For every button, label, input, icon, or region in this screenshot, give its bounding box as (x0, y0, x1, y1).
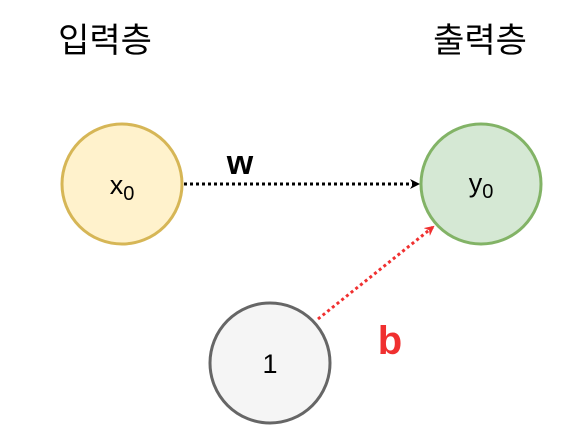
weight-label: w (226, 144, 254, 182)
bias-node-circle (208, 301, 332, 425)
bias-node-label: 1 (262, 349, 277, 379)
output-node: y0 (419, 122, 543, 246)
input-node-label: x0 (110, 170, 135, 205)
bias-label: b (378, 319, 402, 363)
input-node-circle (60, 122, 184, 246)
input-node: x0 (60, 122, 184, 246)
bias-edge (317, 225, 435, 321)
input-layer-title: 입력층 (58, 21, 152, 61)
output-layer-title: 출력층 (433, 21, 527, 61)
bias-node: 1 (208, 301, 332, 425)
output-node-circle (419, 122, 543, 246)
output-node-label: y0 (469, 168, 494, 203)
